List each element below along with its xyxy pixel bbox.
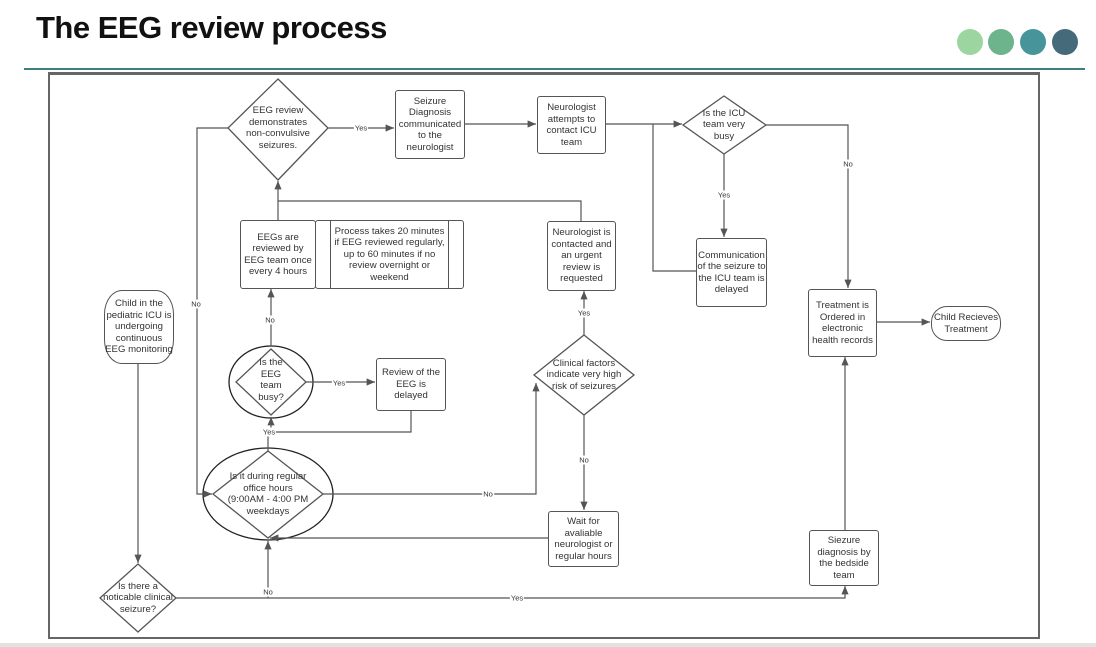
- office-hours-decision: Is it during regular office hours (9:00A…: [227, 471, 309, 517]
- eeg-review-decision: EEG review demonstrates non-convulsive s…: [246, 105, 310, 151]
- neurologist-attempts-step: Neurologist attempts to contact ICU team: [537, 96, 606, 154]
- icu-busy-decision: Is the ICU team very busy: [702, 107, 746, 142]
- edge-label-eeg-review-no: No: [190, 299, 202, 309]
- treatment-ordered-step: Treatment is Ordered in electronic healt…: [808, 289, 877, 357]
- diamond-office-hours: [211, 450, 325, 539]
- edge-label-review-delayed-yes: Yes: [261, 427, 277, 437]
- diagnosis-communicated-step: Seizure Diagnosis communicated to the ne…: [395, 90, 465, 159]
- review-delayed-step: Review of the EEG is delayed: [376, 358, 446, 411]
- bedside-diagnosis-step: Siezure diagnosis by the bedside team: [809, 530, 879, 586]
- start-terminal: Child in the pediatric ICU is undergoing…: [104, 290, 174, 364]
- process-takes-note: Process takes 20 minutes if EEG reviewed…: [315, 220, 464, 289]
- eegs-reviewed-step: EEGs are reviewed by EEG team once every…: [240, 220, 316, 289]
- edge-label-icu-busy-no: No: [842, 159, 854, 169]
- edge-label-icu-busy-yes: Yes: [716, 190, 732, 200]
- diamond-eeg-review: [227, 78, 329, 181]
- edge-label-eeg-team-busy-no: No: [264, 315, 276, 325]
- noticeable-seizure-decision: Is there a noticable clinical seizure?: [103, 580, 173, 615]
- child-receives-terminal: Child Recieves Treatment: [931, 306, 1001, 341]
- accent-dot-3: [1020, 29, 1046, 55]
- edge-noticeable-yes: [176, 586, 849, 599]
- edge-eeg-review-no: [196, 127, 228, 498]
- edge-neurologist-contacted-up: [278, 200, 582, 221]
- edge-label-clinical-no: No: [578, 455, 590, 465]
- neurologist-contacted-step: Neurologist is contacted and an urgent r…: [547, 221, 616, 291]
- title-divider: [24, 68, 1085, 70]
- edge-label-clinical-yes: Yes: [576, 308, 592, 318]
- clinical-factors-decision: Clinical factors indicate very high risk…: [546, 357, 622, 392]
- accent-dot-4: [1052, 29, 1078, 55]
- edge-label-noticeable-no: No: [262, 587, 274, 597]
- edge-communication-back: [652, 124, 696, 272]
- accent-dot-1: [957, 29, 983, 55]
- process-inner-left-line: [330, 221, 331, 288]
- slide-title: The EEG review process: [36, 10, 387, 45]
- edge-label-eeg-team-busy-yes: Yes: [331, 378, 347, 388]
- edge-office-hours-no: [323, 383, 540, 495]
- diamond-eeg-team-busy: [235, 348, 307, 416]
- edge-review-delayed-back: [267, 410, 412, 433]
- diamond-noticeable-seizure: [99, 563, 177, 633]
- communication-delayed-step: Communication of the seizure to the ICU …: [696, 238, 767, 307]
- process-takes-text: Process takes 20 minutes if EEG reviewed…: [334, 225, 445, 283]
- accent-dot-2: [988, 29, 1014, 55]
- process-inner-right-line: [448, 221, 449, 288]
- edge-icu-busy-no: [766, 124, 852, 288]
- edge-label-noticeable-yes: Yes: [509, 593, 525, 603]
- eeg-team-busy-decision: Is the EEG team busy?: [258, 357, 284, 403]
- wait-for-neurologist-step: Wait for avaliable neurologist or regula…: [548, 511, 619, 567]
- bottom-bar: [0, 643, 1096, 647]
- edge-label-eeg-review-yes: Yes: [353, 123, 369, 133]
- edge-label-office-hours-no: No: [482, 489, 494, 499]
